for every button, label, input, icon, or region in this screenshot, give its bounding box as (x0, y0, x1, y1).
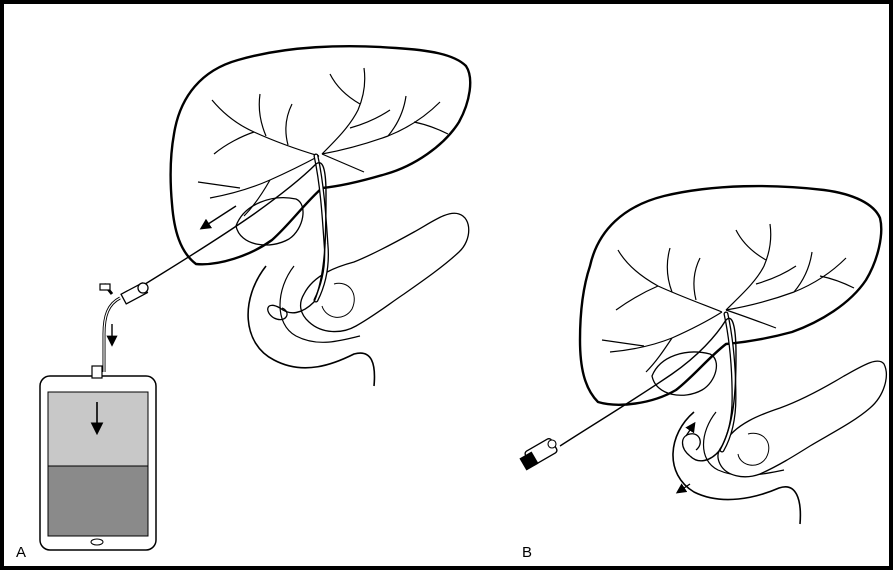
panel-label-a: A (16, 545, 26, 560)
catheter-cap-icon (519, 438, 558, 471)
gallbladder-b (652, 352, 716, 395)
pancreas-b (718, 361, 886, 477)
bile-ducts-b (602, 224, 854, 372)
drainage-bag-icon (40, 366, 156, 550)
stopcock-icon (100, 283, 148, 304)
internal-catheter-b (560, 318, 736, 460)
flow-arrow-icon (202, 206, 236, 228)
panel-b (519, 186, 886, 524)
panel-label-b: B (522, 545, 532, 560)
gallbladder-a (236, 198, 303, 245)
biliary-drainage-illustration (4, 4, 889, 566)
liver-b (580, 186, 881, 405)
panel-a (40, 46, 470, 550)
